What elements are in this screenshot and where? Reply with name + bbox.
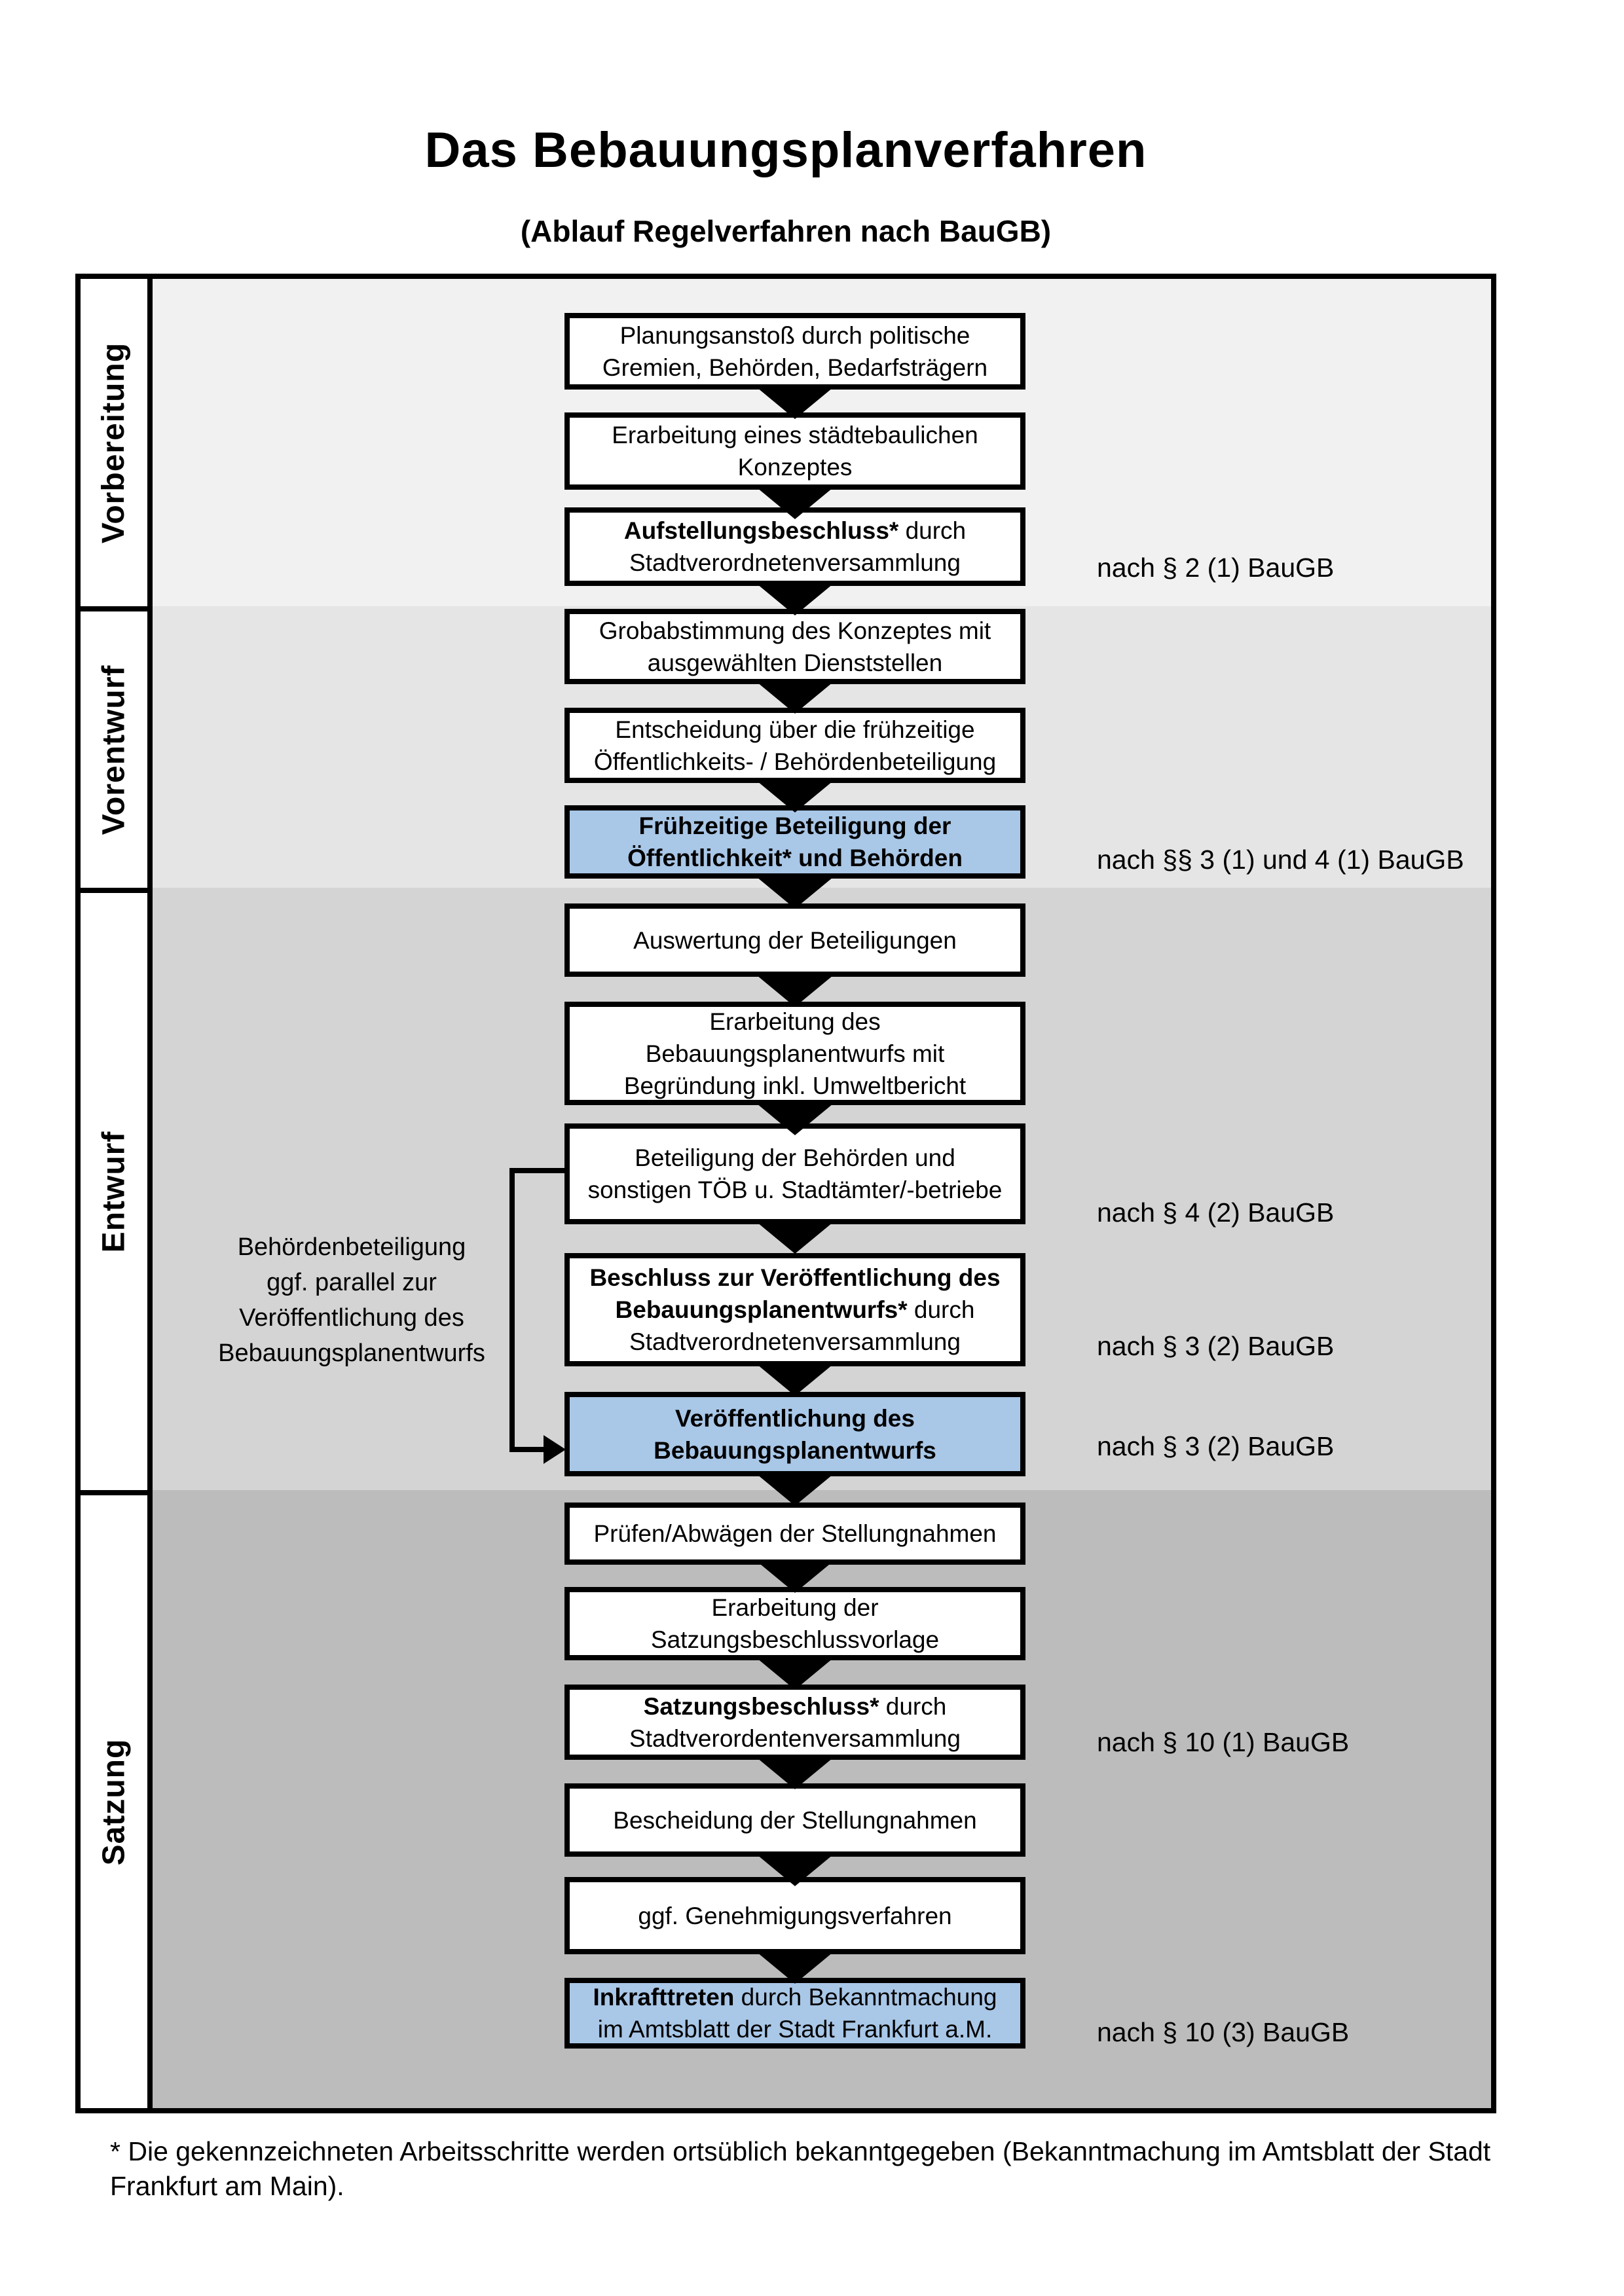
step-text: Frühzeitige Beteiligung der	[638, 812, 951, 839]
law-ref-beschluss-veroeffentlichung: nach § 3 (2) BauGB	[1097, 1331, 1335, 1361]
phase-label-cell-vorentwurf: Vorentwurf	[81, 611, 147, 888]
arrow-down-icon	[757, 1658, 833, 1690]
step-text: Bebauungsplanentwurfs mit	[645, 1040, 945, 1067]
step-text: Stadtverordnetenversammlung	[629, 549, 961, 576]
connector-arrow-right-icon	[544, 1435, 566, 1464]
step-text: Auswertung der Beteiligungen	[633, 926, 957, 954]
footnote-line: * Die gekennzeichneten Arbeitsschritte w…	[110, 2136, 1491, 2166]
step-text: Aufstellungsbeschluss* durch	[623, 517, 967, 544]
law-ref-inkrafttreten: nach § 10 (3) BauGB	[1097, 2017, 1350, 2047]
step-text: Stadtverordentenversammlung	[629, 1724, 961, 1752]
step-entscheidung-fruehzeitige-beteiligung: Entscheidung über die frühzeitige Öffent…	[564, 708, 1025, 783]
step-beschluss-veroeffentlichung: Beschluss zur Veröffentlichung des Bebau…	[564, 1253, 1025, 1366]
step-satzungsbeschlussvorlage: Erarbeitung der Satzungsbeschlussvorlage	[564, 1587, 1025, 1660]
law-ref-aufstellungsbeschluss: nach § 2 (1) BauGB	[1097, 553, 1335, 583]
step-text: Beteiligung der Behörden und	[635, 1144, 955, 1171]
annotation-line: Behördenbeteiligung	[237, 1233, 466, 1261]
step-text: im Amtsblatt der Stadt Frankfurt a.M.	[597, 2016, 993, 2043]
step-erarbeitung-bebauungsplanentwurf: Erarbeitung des Bebauungsplanentwurfs mi…	[564, 1002, 1025, 1105]
step-grobabstimmung: Grobabstimmung des Konzeptes mit ausgewä…	[564, 609, 1025, 684]
step-behoerdenbeteiligung-toeb: Beteiligung der Behörden und sonstigen T…	[564, 1123, 1025, 1224]
law-ref-behoerdenbeteiligung: nach § 4 (2) BauGB	[1097, 1197, 1335, 1228]
step-text: Beschluss zur Veröffentlichung des	[589, 1264, 1001, 1291]
phase-label-cell-vorbereitung: Vorbereitung	[81, 279, 147, 606]
step-text: ausgewählten Dienststellen	[647, 649, 943, 676]
step-text: Satzungsbeschlussvorlage	[650, 1626, 940, 1653]
step-text: Bebauungsplanentwurfs* durch	[615, 1296, 975, 1323]
step-text: Begründung inkl. Umweltbericht	[623, 1072, 967, 1099]
step-satzungsbeschluss: Satzungsbeschluss* durch Stadtverordente…	[564, 1685, 1025, 1760]
annotation-line: ggf. parallel zur	[267, 1269, 437, 1296]
step-veroeffentlichung-entwurf: Veröffentlichung des Bebauungsplanentwur…	[564, 1392, 1025, 1476]
arrow-down-icon	[757, 781, 833, 812]
step-text: Bebauungsplanentwurfs	[654, 1436, 936, 1464]
phase-label-satzung: Satzung	[96, 1738, 132, 1865]
step-text: Inkrafttreten durch Bekanntmachung	[593, 1984, 997, 2011]
step-text: Gremien, Behörden, Bedarfsträgern	[602, 354, 988, 381]
step-text: Grobabstimmung des Konzeptes mit	[599, 617, 991, 644]
arrow-down-icon	[757, 1855, 833, 1886]
arrow-down-icon	[757, 1758, 833, 1789]
step-text: Planungsanstoß durch politische	[619, 321, 970, 349]
arrow-down-icon	[757, 877, 833, 909]
step-text: Erarbeitung des	[709, 1008, 881, 1035]
step-text: Öffentlichkeits- / Behördenbeteiligung	[593, 748, 997, 775]
connector-vertical-line	[509, 1168, 515, 1452]
step-text: Erarbeitung eines städtebaulichen	[612, 422, 978, 448]
step-planungsanstoss: Planungsanstoß durch politische Gremien,…	[564, 313, 1025, 390]
step-inkrafttreten: Inkrafttreten durch Bekanntmachung im Am…	[564, 1978, 1025, 2049]
page-title: Das Bebauungsplanverfahren	[424, 122, 1147, 178]
step-aufstellungsbeschluss: Aufstellungsbeschluss* durch Stadtverord…	[564, 507, 1025, 586]
phase-label-vorentwurf: Vorentwurf	[96, 665, 132, 835]
annotation-line: Bebauungsplanentwurfs	[218, 1339, 485, 1367]
law-ref-fruehzeitige-beteiligung: nach §§ 3 (1) und 4 (1) BauGB	[1097, 845, 1464, 875]
label-column-divider	[147, 279, 153, 2108]
step-text: Stadtverordnetenversammlung	[629, 1328, 961, 1355]
annotation-behoerdenbeteiligung: Behördenbeteiligung ggf. parallel zur Ve…	[155, 1230, 548, 1371]
step-text: sonstigen TÖB u. Stadtämter/-betriebe	[587, 1176, 1003, 1203]
arrow-down-icon	[757, 488, 833, 519]
step-text: Veröffentlichung des	[675, 1404, 915, 1432]
arrow-down-icon	[757, 388, 833, 419]
arrow-down-icon	[757, 1561, 833, 1593]
step-auswertung-beteiligungen: Auswertung der Beteiligungen	[564, 903, 1025, 977]
phase-separator-3	[75, 1490, 153, 1495]
step-pruefen-abwaegen: Prüfen/Abwägen der Stellungnahmen	[564, 1503, 1025, 1565]
connector-top-line	[509, 1168, 567, 1173]
arrow-down-icon	[757, 975, 833, 1007]
phase-separator-1	[75, 606, 153, 611]
footnote-line: Frankfurt am Main).	[110, 2171, 344, 2201]
footnote: * Die gekennzeichneten Arbeitsschritte w…	[110, 2134, 1538, 2204]
arrow-down-icon	[757, 1364, 833, 1396]
arrow-down-icon	[757, 1952, 833, 1984]
step-bescheidung-stellungnahmen: Bescheidung der Stellungnahmen	[564, 1783, 1025, 1857]
step-genehmigungsverfahren: ggf. Genehmigungsverfahren	[564, 1877, 1025, 1954]
step-fruehzeitige-beteiligung: Frühzeitige Beteiligung der Öffentlichke…	[564, 805, 1025, 879]
phase-label-cell-satzung: Satzung	[81, 1495, 147, 2108]
annotation-line: Veröffentlichung des	[239, 1304, 464, 1332]
arrow-down-icon	[757, 1222, 833, 1254]
connector-bottom-line	[509, 1447, 546, 1452]
step-text: Entscheidung über die frühzeitige	[615, 716, 975, 743]
step-text: Konzeptes	[737, 454, 853, 481]
phase-label-vorbereitung: Vorbereitung	[96, 342, 132, 543]
page-subtitle: (Ablauf Regelverfahren nach BauGB)	[520, 214, 1052, 248]
step-text: ggf. Genehmigungsverfahren	[638, 1902, 952, 1929]
step-text: Erarbeitung der	[711, 1594, 879, 1621]
arrow-down-icon	[757, 1104, 833, 1135]
phase-label-entwurf: Entwurf	[96, 1131, 132, 1252]
arrow-down-icon	[757, 1474, 833, 1506]
arrow-down-icon	[757, 584, 833, 615]
law-ref-satzungsbeschluss: nach § 10 (1) BauGB	[1097, 1727, 1350, 1757]
step-staedtebauliches-konzept: Erarbeitung eines städtebaulichen Konzep…	[564, 412, 1025, 490]
arrow-down-icon	[757, 682, 833, 714]
step-text: Prüfen/Abwägen der Stellungnahmen	[593, 1520, 997, 1547]
phase-label-cell-entwurf: Entwurf	[81, 893, 147, 1490]
step-text: Öffentlichkeit* und Behörden	[627, 845, 963, 871]
step-text: Satzungsbeschluss* durch	[643, 1692, 947, 1720]
step-text: Bescheidung der Stellungnahmen	[613, 1806, 977, 1834]
phase-separator-2	[75, 888, 153, 893]
law-ref-veroeffentlichung: nach § 3 (2) BauGB	[1097, 1431, 1335, 1461]
